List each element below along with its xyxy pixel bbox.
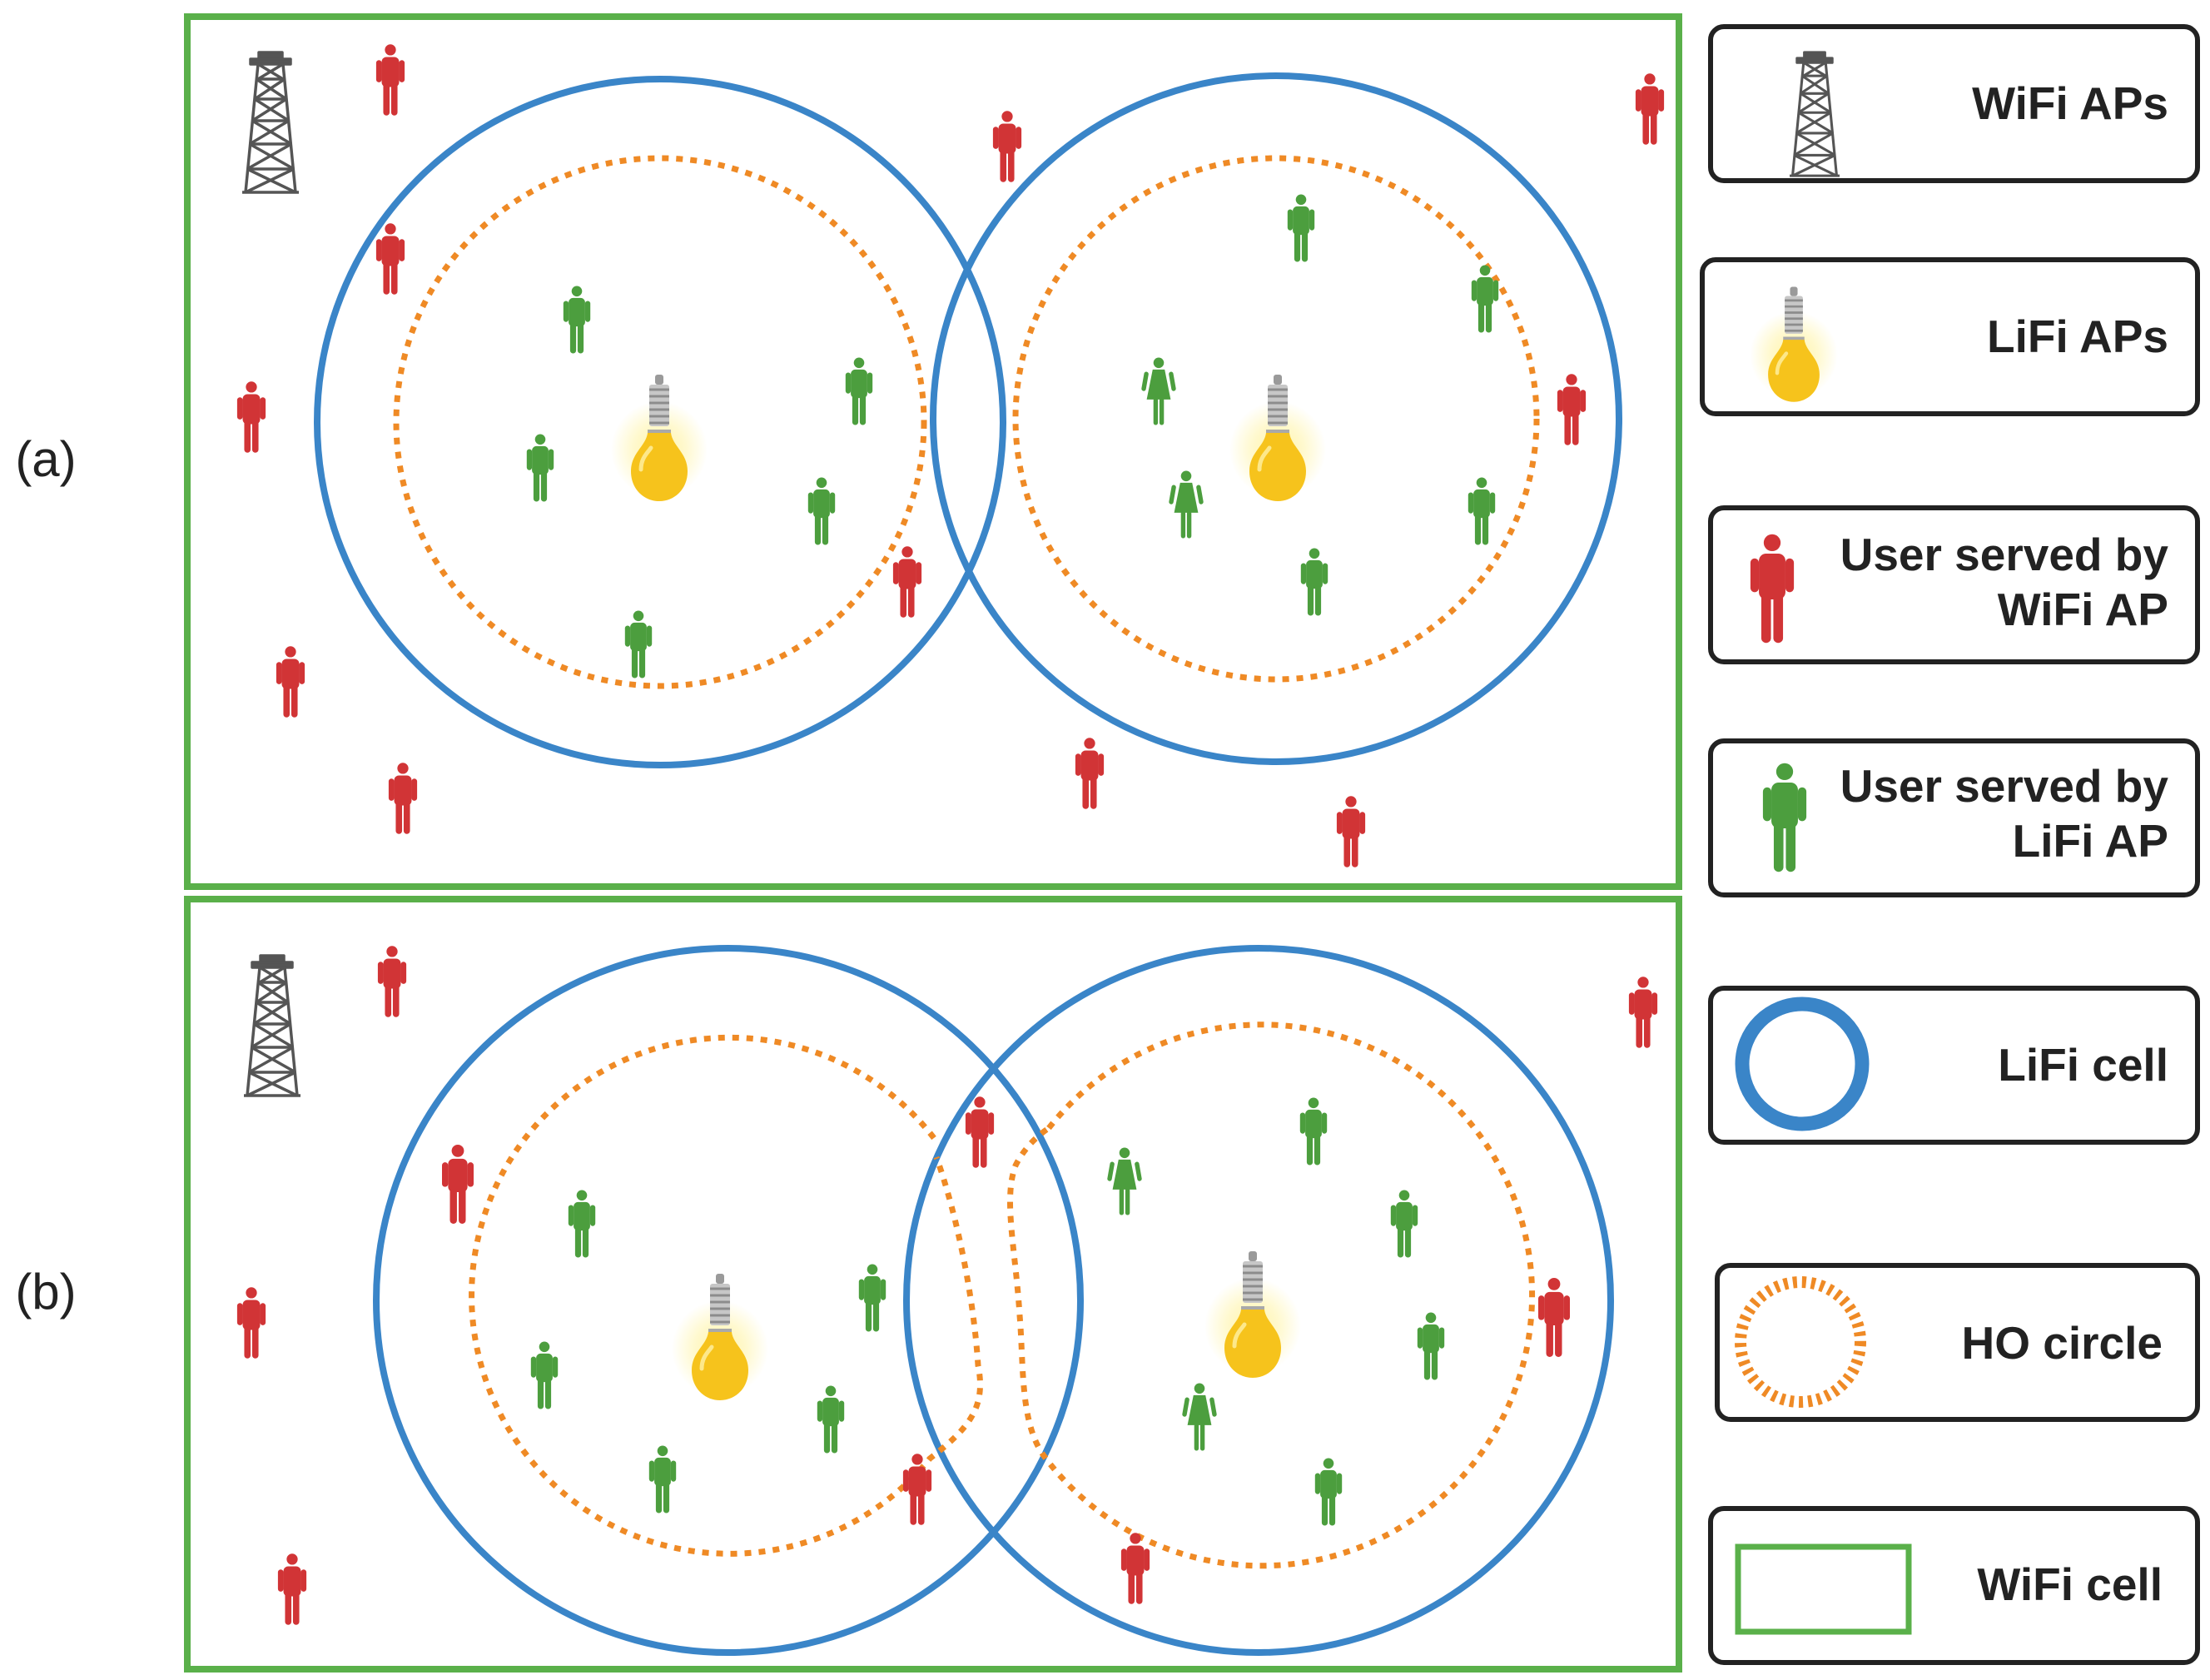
lifi-cell-b-left: [373, 945, 1084, 1656]
lifi-cell-b-right: [903, 945, 1614, 1656]
lifi-cell-a-right: [930, 72, 1622, 765]
lifi-user-icon: [1168, 470, 1204, 539]
wifi-user-icon: [1075, 738, 1105, 809]
lifi-user-icon: [1287, 194, 1315, 262]
lifi-user-icon: [568, 1190, 596, 1258]
panel-label-a: (a): [15, 431, 76, 487]
legend-label-wifi-cell: WiFi cell: [1977, 1558, 2163, 1610]
wifi-user-icon: [276, 646, 305, 718]
wifi-user-icon: [1538, 1278, 1570, 1357]
wifi-user-icon: [375, 223, 405, 295]
wifi-user-icon: [965, 1096, 995, 1168]
lifi-user-icon: [845, 357, 873, 425]
green-rectangle-icon: [1735, 1543, 1912, 1635]
legend-label-wifi-user-text: User served by: [1840, 529, 2169, 580]
wifi-user-icon: [1628, 977, 1658, 1048]
wifi-user-icon: [236, 1287, 266, 1359]
ho-boundary-b-left: [469, 1034, 984, 1557]
lifi-user-icon: [1299, 1097, 1328, 1166]
wifi-user-icon: [1557, 374, 1587, 445]
legend-label-wifi-user-text-line-2: WiFi AP: [1998, 584, 2168, 635]
lifi-user-icon: [526, 434, 554, 502]
lifi-cell-a-left: [314, 76, 1006, 768]
legend-label-wifi-aps: WiFi APs: [1972, 77, 2168, 129]
wifi-user-icon: [388, 763, 418, 834]
lifi-user-icon: [648, 1445, 677, 1513]
legend-label-lifi-user-text: User served by: [1840, 760, 2169, 812]
legend-item-ho-circle: HO circle: [1715, 1263, 2200, 1422]
lifi-user-icon: [1314, 1458, 1343, 1526]
lifi-user-icon: [1417, 1312, 1445, 1380]
lifi-user-icon: [858, 1264, 886, 1332]
lifi-user-icon: [1181, 1383, 1218, 1451]
lifi-user-icon: [1300, 548, 1328, 616]
legend-item-lifi-cell: LiFi cell: [1708, 986, 2200, 1145]
ho-boundary-b-right: [1007, 1021, 1536, 1569]
light-bulb-icon: [611, 375, 708, 501]
wifi-user-icon: [902, 1454, 932, 1525]
lifi-user-icon: [807, 477, 836, 545]
light-bulb-icon: [1229, 375, 1326, 501]
wifi-user-icon: [1635, 73, 1665, 145]
lifi-user-icon: [1390, 1190, 1418, 1258]
ho-circle-a-left: [393, 155, 927, 689]
wifi-user-icon: [992, 111, 1022, 182]
dotted-ring-icon: [1735, 1276, 1866, 1408]
light-bulb-icon: [1204, 1251, 1301, 1378]
wifi-user-icon: [1336, 796, 1366, 867]
panel-a: [184, 13, 1682, 890]
lifi-user-icon: [817, 1385, 845, 1454]
legend-item-wifi-aps: WiFi APs: [1708, 24, 2200, 183]
lifi-user-icon: [1468, 477, 1496, 545]
lifi-user-icon: [1471, 265, 1499, 333]
lifi-user-icon: [1140, 357, 1177, 425]
legend-item-wifi-cell: WiFi cell: [1708, 1506, 2200, 1665]
wifi-user-icon: [892, 546, 922, 618]
wifi-tower-icon: [241, 51, 300, 194]
lifi-user-icon: [563, 286, 591, 354]
ho-circle-a-right: [1012, 155, 1540, 683]
wifi-user-icon: [277, 1553, 307, 1625]
wifi-user-icon: [375, 44, 405, 116]
legend-label-lifi-aps: LiFi APs: [1987, 311, 2168, 362]
legend-label-lifi-user-text-line-2: LiFi AP: [2013, 815, 2168, 867]
wifi-tower-icon: [242, 954, 302, 1097]
legend-item-lifi-aps: LiFi APs: [1700, 257, 2200, 416]
panel-label-b: (b): [15, 1264, 76, 1320]
lifi-user-icon: [1106, 1147, 1143, 1215]
wifi-user-icon: [236, 381, 266, 453]
blue-ring-icon: [1735, 997, 1870, 1131]
lifi-user-icon: [530, 1341, 559, 1409]
wifi-user-icon: [377, 946, 407, 1017]
wifi-user-icon: [1120, 1533, 1150, 1604]
wifi-cell-b: [184, 896, 1682, 1673]
panel-b: [184, 896, 1682, 1673]
lifi-user-icon: [624, 610, 653, 678]
legend-label-lifi-cell: LiFi cell: [1998, 1039, 2168, 1091]
light-bulb-icon: [672, 1274, 768, 1400]
legend-label-ho-circle: HO circle: [1961, 1317, 2163, 1369]
wifi-user-icon: [442, 1145, 474, 1224]
wifi-cell-a: [184, 13, 1682, 890]
